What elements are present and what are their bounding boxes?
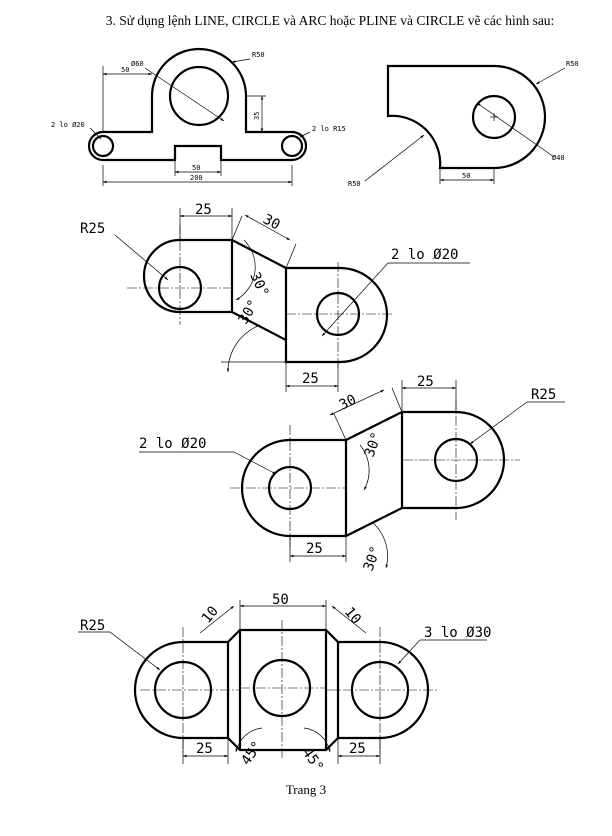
fig5-w-mid-label: 50 [272,592,289,608]
fig3-angle-2-label: 30° [236,297,263,327]
fig5-w-bottom-left-label: 25 [196,741,213,757]
fig2-r-top-label: R50 [566,60,579,68]
fig4-angle-2-label: 30° [361,544,385,573]
fig3-r-left-label: R25 [80,221,105,237]
fig3-holes-label: 2 lo Ø20 [391,247,458,263]
figure-4-part [139,380,565,569]
fig3-w-slope-label: 30 [260,211,282,233]
fig1-ears-label: 2 lo R15 [312,125,346,133]
fig3-w-top-label: 25 [195,202,212,218]
fig2-dia-label: Ø40 [552,154,565,162]
fig5-w-right-label: 10 [341,604,364,627]
fig5-w-left-label: 10 [199,603,222,626]
fig5-holes-label: 3 lo Ø30 [424,625,491,641]
fig4-w-slope-label: 30 [337,392,359,414]
fig1-total-label: 200 [190,174,203,182]
fig1-h-right-label: 35 [253,112,261,120]
exercise-heading: 3. Sử dụng lệnh LINE, CIRCLE và ARC hoặc… [105,13,555,28]
fig1-dia-top-label: Ø60 [131,60,144,68]
fig1-w-left-label: 50 [121,66,129,74]
fig4-r-right-label: R25 [531,387,556,403]
fig2-r-left-label: R50 [348,180,361,188]
fig1-r-top-label: R50 [252,51,265,59]
fig3-angle-1-label: 30° [246,270,271,300]
figure-5-part [78,600,487,764]
fig1-holes-label: 2 lo Ø20 [51,121,85,129]
figure-1-bracket [87,47,311,186]
fig5-angle-left-label: 45° [238,738,266,768]
fig4-w-bottom-label: 25 [306,541,323,557]
fig4-angle-1-label: 30° [362,430,386,459]
fig2-w-bottom-label: 50 [462,172,470,180]
fig5-w-bottom-right-label: 25 [349,741,366,757]
fig3-w-bottom-label: 25 [302,371,319,387]
fig5-r-left-label: R25 [80,618,105,634]
page-number: Trang 3 [285,782,327,797]
fig4-holes-label: 2 lo Ø20 [139,436,206,452]
figure-2-plate [364,64,566,184]
fig1-notch-label: 50 [192,164,200,172]
fig4-w-top-label: 25 [417,374,434,390]
figure-3-part [114,208,470,392]
